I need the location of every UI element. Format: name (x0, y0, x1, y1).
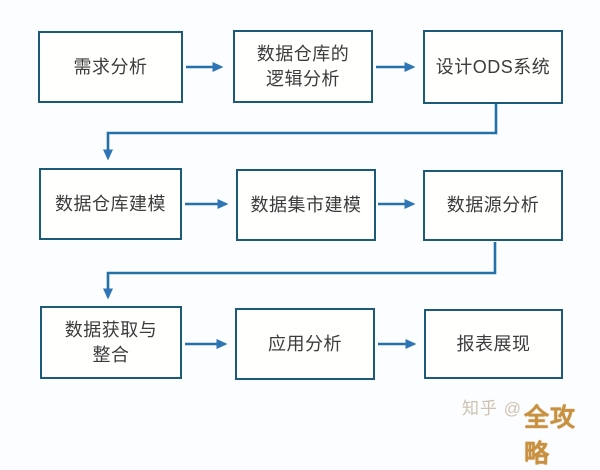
node-step-7: 数据获取与 整合 (40, 306, 182, 379)
node-step-9: 报表展现 (424, 309, 563, 379)
node-label: 需求分析 (73, 56, 148, 77)
flowchart-canvas: 需求分析 数据仓库的 逻辑分析 设计ODS系统 数据仓库建模 数据集市建模 数据… (38, 30, 576, 468)
node-step-2: 数据仓库的 逻辑分析 (233, 30, 373, 103)
node-step-1: 需求分析 (38, 31, 183, 103)
elbow-step3-step4 (103, 104, 498, 161)
node-label: 数据仓库的 逻辑分析 (256, 44, 350, 89)
node-step-3: 设计ODS系统 (423, 30, 563, 104)
node-label: 数据获取与 整合 (64, 320, 158, 365)
node-step-6: 数据源分析 (423, 170, 563, 241)
node-label: 数据仓库建模 (55, 193, 166, 214)
node-step-8: 应用分析 (235, 308, 375, 380)
node-label: 设计ODS系统 (435, 56, 551, 77)
node-label: 报表展现 (456, 333, 531, 354)
node-step-5: 数据集市建模 (236, 169, 376, 241)
zhihu-watermark-text: 知乎 @ (462, 399, 522, 418)
elbow-step6-step7 (103, 242, 497, 300)
node-label: 数据集市建模 (250, 194, 362, 215)
node-label: 数据源分析 (446, 195, 540, 216)
quanglue-watermark-text: 全攻略 (524, 404, 577, 468)
node-label: 应用分析 (268, 333, 342, 354)
node-step-4: 数据仓库建模 (39, 168, 182, 240)
